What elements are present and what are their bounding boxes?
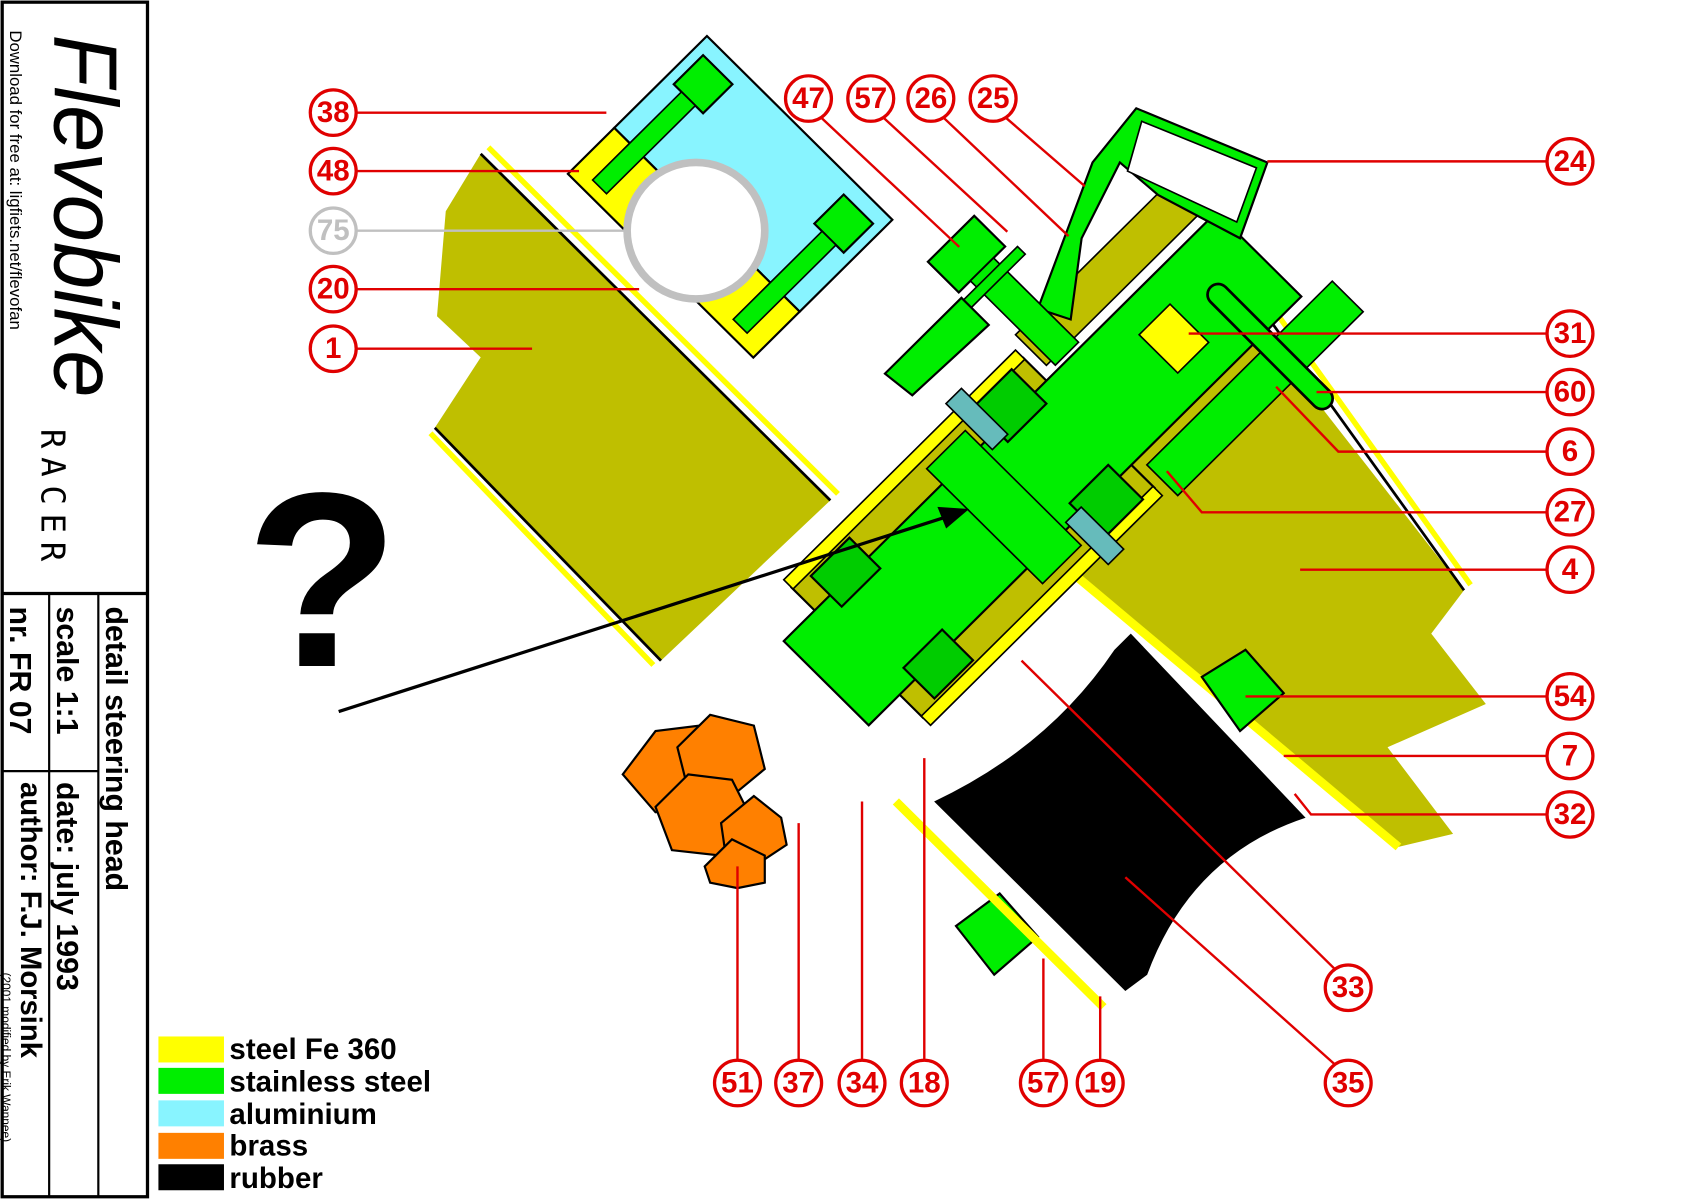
rubber-block [934, 633, 1306, 991]
callout: 7 [1545, 731, 1595, 781]
callout: 57 [1018, 1058, 1068, 1108]
callouts-bottom: 51 37 34 18 57 19 33 35 [712, 963, 1373, 1108]
model-name: RACER [33, 429, 71, 570]
svg-text:54: 54 [1554, 680, 1587, 713]
svg-text:51: 51 [721, 1067, 754, 1100]
svg-text:18: 18 [908, 1067, 941, 1100]
question-mark: ? [246, 442, 399, 720]
legend-swatch-rubber [158, 1164, 224, 1191]
legend-label: brass [229, 1130, 308, 1163]
plate-19 [892, 798, 1107, 1011]
svg-text:32: 32 [1554, 798, 1587, 831]
callout: 38 [308, 88, 358, 138]
clamp-plate [883, 296, 991, 397]
callout: 35 [1323, 1058, 1373, 1108]
modified-note: (2001 modified by Erik Wannee) [0, 973, 13, 1143]
svg-text:1: 1 [325, 332, 341, 365]
callout: 60 [1545, 367, 1595, 417]
callout: 31 [1545, 309, 1595, 358]
nut-54 [1200, 648, 1286, 733]
callout: 19 [1075, 1058, 1125, 1108]
callout: 48 [308, 146, 358, 196]
svg-text:20: 20 [317, 273, 350, 306]
svg-text:27: 27 [1554, 496, 1587, 529]
legend-label: stainless steel [229, 1066, 431, 1099]
callout: 75 [308, 206, 358, 256]
legend-label: steel Fe 360 [229, 1033, 396, 1066]
bolt-48 [591, 90, 697, 195]
svg-text:6: 6 [1562, 435, 1578, 468]
legend-swatch-stainless [158, 1067, 224, 1094]
callout: 34 [837, 1058, 887, 1108]
material-legend: steel Fe 360 stainless steel aluminium b… [158, 1033, 431, 1195]
svg-text:47: 47 [792, 82, 825, 115]
svg-text:7: 7 [1562, 740, 1578, 773]
brass-nuts [621, 713, 788, 890]
svg-text:75: 75 [317, 214, 350, 247]
rod-60 [1208, 285, 1332, 408]
callout: 4 [1545, 545, 1595, 595]
key-27 [1137, 302, 1210, 375]
legend-label: rubber [229, 1162, 322, 1195]
callouts-right: 24 31 60 6 27 4 54 7 32 [1545, 137, 1595, 839]
bearing-upper [809, 536, 882, 609]
svg-text:57: 57 [854, 82, 887, 115]
legend-label: aluminium [229, 1098, 376, 1131]
legend-swatch-steel [158, 1036, 224, 1063]
svg-text:4: 4 [1562, 553, 1579, 586]
svg-text:48: 48 [317, 155, 350, 188]
title-block-frame [0, 0, 150, 1199]
svg-text:35: 35 [1332, 1067, 1365, 1100]
callout: 51 [712, 1058, 763, 1108]
svg-text:31: 31 [1554, 317, 1587, 350]
callout: 57 [846, 74, 896, 123]
callout: 24 [1545, 137, 1595, 186]
brand-logo: Flevobike [36, 35, 136, 398]
svg-text:38: 38 [317, 96, 350, 129]
svg-text:33: 33 [1332, 971, 1365, 1004]
callout: 26 [906, 74, 956, 123]
date-label: date: july 1993 [50, 782, 84, 991]
legend-swatch-brass [158, 1132, 224, 1159]
scale-label: scale 1:1 [50, 606, 84, 734]
callout: 54 [1545, 672, 1595, 721]
drawing-title: detail steering head [99, 606, 133, 891]
callouts-top: 47 57 26 25 [783, 74, 1018, 123]
callout: 32 [1545, 790, 1595, 839]
svg-text:26: 26 [914, 82, 947, 115]
legend-swatch-aluminium [158, 1100, 224, 1127]
callout: 1 [308, 324, 358, 374]
arrow-line [338, 513, 952, 714]
svg-text:57: 57 [1027, 1067, 1060, 1100]
callout: 25 [968, 74, 1018, 123]
callout: 20 [308, 264, 358, 314]
seat-tube-75 [623, 158, 769, 303]
callout: 18 [899, 1058, 949, 1108]
callout: 27 [1545, 487, 1595, 537]
drawing-number: nr. FR 07 [3, 606, 37, 734]
title-block: Flevobike RACER Download for free at: li… [0, 0, 150, 1199]
author-label: author: F.J. Morsink [14, 782, 47, 1059]
svg-text:25: 25 [977, 82, 1010, 115]
svg-text:60: 60 [1554, 376, 1587, 409]
svg-text:37: 37 [782, 1067, 815, 1100]
svg-text:24: 24 [1554, 145, 1587, 178]
svg-text:19: 19 [1084, 1067, 1117, 1100]
callout: 37 [774, 1058, 824, 1108]
leader-lines [356, 111, 1548, 1066]
download-note: Download for free at: ligfiets.net/flevo… [6, 30, 25, 330]
callout: 47 [783, 74, 834, 123]
bearing-upper [901, 628, 975, 701]
callout: 33 [1323, 963, 1373, 1013]
svg-text:34: 34 [846, 1067, 879, 1100]
arrow-head [937, 506, 970, 529]
callouts-left: 38 48 75 20 1 [308, 88, 358, 374]
callout: 6 [1545, 427, 1595, 476]
